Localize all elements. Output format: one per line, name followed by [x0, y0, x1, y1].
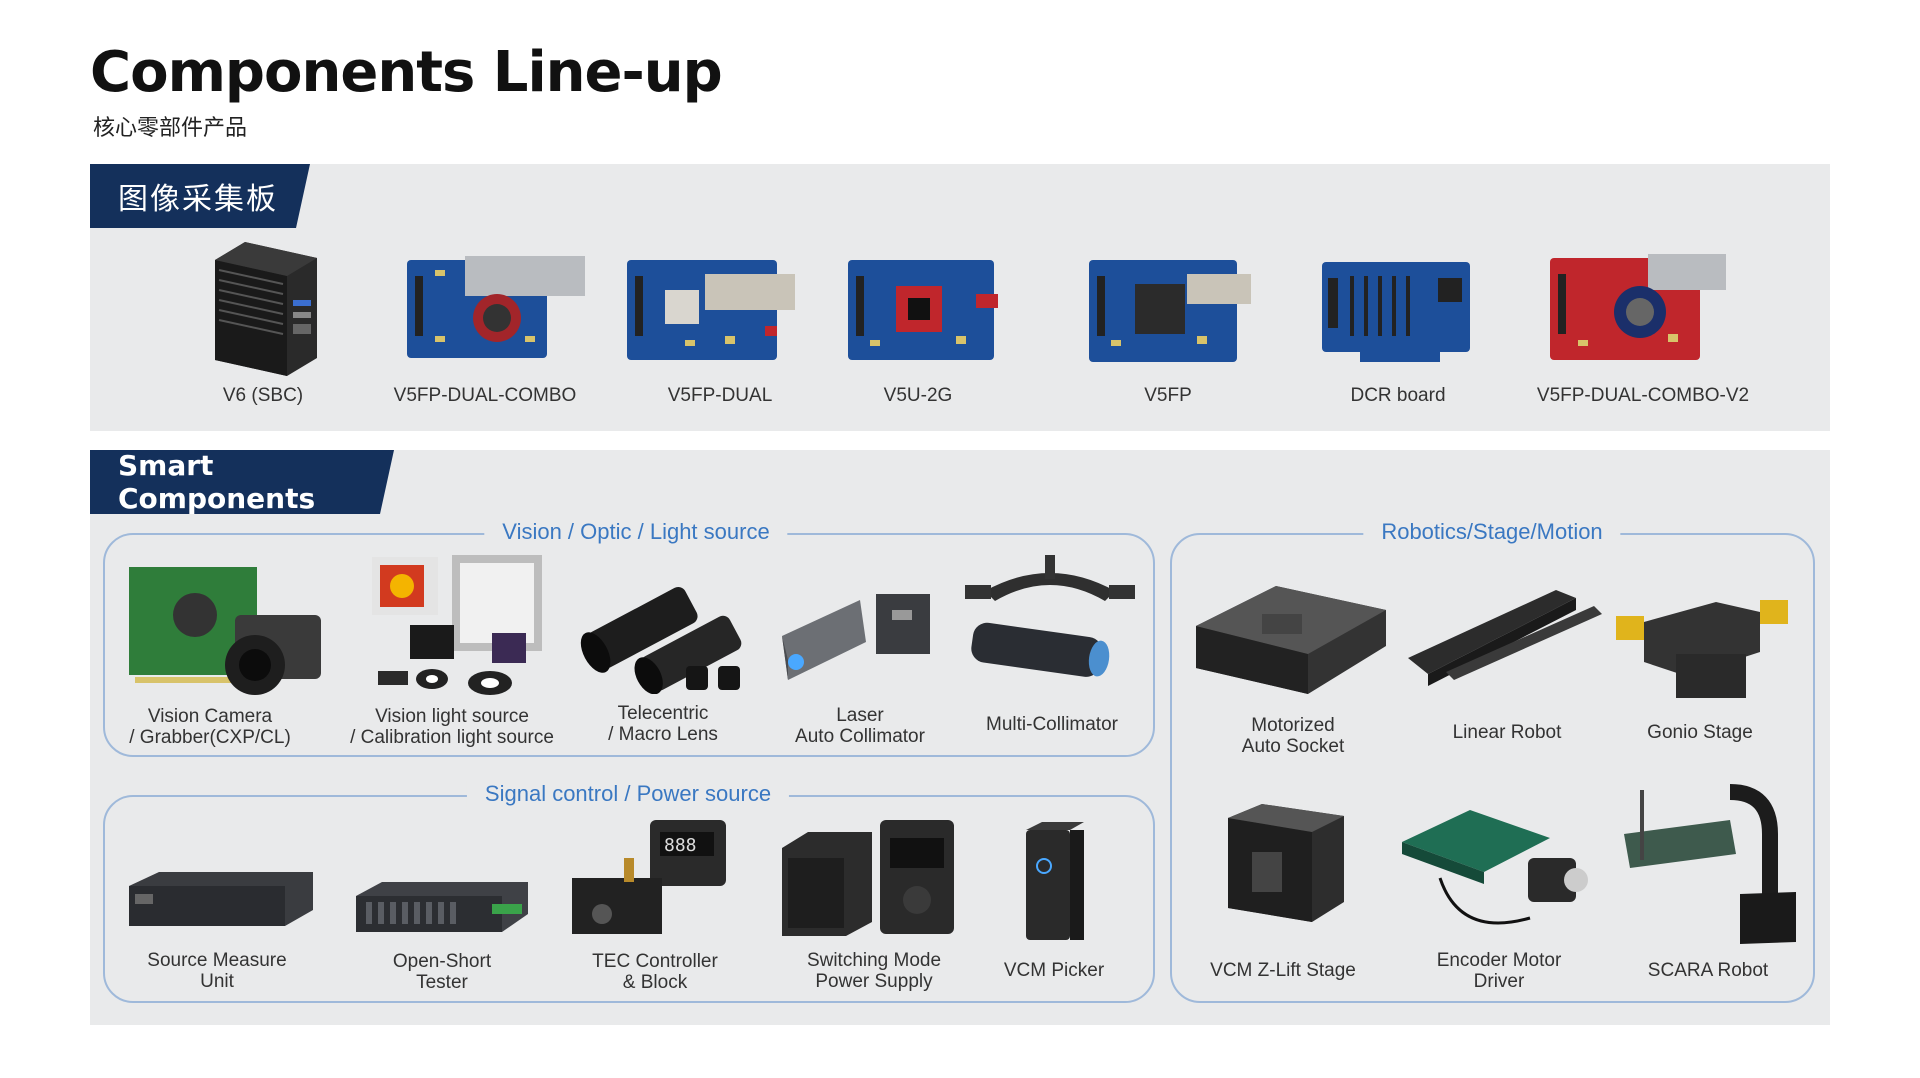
vcm-z-lift-stage-icon — [1228, 804, 1344, 922]
scara-robot-label: SCARA Robot — [1648, 960, 1768, 981]
label-line: Power Supply — [815, 971, 933, 992]
board-label-v5fp-dual: V5FP-DUAL — [667, 385, 773, 406]
robotics-group-title: Robotics/Stage/Motion — [1363, 519, 1621, 545]
gonio-stage-icon — [1616, 600, 1788, 698]
board-label-v5fp: V5FP — [1144, 385, 1192, 406]
label-line: SCARA Robot — [1647, 960, 1769, 981]
label-line: Auto Collimator — [795, 726, 925, 747]
vision-group-title: Vision / Optic / Light source — [484, 519, 788, 545]
multi-collimator-label: Multi-Collimator — [986, 714, 1118, 735]
label-line: Driver — [1473, 971, 1525, 992]
label-line: VCM Z-Lift Stage — [1210, 960, 1356, 981]
section-tab-smart-components: Smart Components — [90, 450, 394, 514]
label-line: / Grabber(CXP/CL) — [129, 727, 291, 748]
linear-robot-icon — [1408, 590, 1602, 686]
label-line: / Calibration light source — [350, 727, 554, 748]
laser-collimator-icon — [782, 594, 930, 680]
pcb-board-icon — [848, 260, 998, 360]
light-source-icon — [372, 555, 542, 695]
vcm-picker-label: VCM Picker — [1004, 960, 1104, 981]
label-line: Linear Robot — [1452, 722, 1562, 743]
label-line: Vision Camera — [147, 706, 273, 727]
multi-collimator-icon — [965, 555, 1135, 677]
label-line: Telecentric — [617, 703, 709, 724]
label-line: / Macro Lens — [608, 724, 718, 745]
label-line: VCM Picker — [1003, 960, 1105, 981]
label-line: Source Measure — [147, 950, 287, 971]
board-label-v5fp-dual-combo: V5FP-DUAL-COMBO — [393, 385, 577, 406]
pcb-board-icon — [407, 256, 585, 358]
vcm-picker-icon — [1026, 822, 1084, 940]
power-supply-icon — [782, 820, 954, 936]
section-tab-frame-grabber: 图像采集板 — [90, 164, 310, 228]
gonio-stage-label: Gonio Stage — [1647, 722, 1753, 743]
scara-robot-icon — [1624, 784, 1796, 944]
telecentric-lens-icon — [580, 586, 742, 694]
board-label-v5u-2g: V5U-2G — [883, 385, 953, 406]
vision-camera-label: Vision Camera/ Grabber(CXP/CL) — [129, 706, 291, 748]
vcm-z-lift-stage-label: VCM Z-Lift Stage — [1210, 960, 1356, 981]
label-line: Tester — [416, 972, 468, 993]
label-line: & Block — [622, 972, 688, 993]
vision-camera-icon — [129, 567, 321, 695]
page-subtitle: 核心零部件产品 — [93, 116, 248, 141]
tec-controller-label: TEC Controller& Block — [592, 951, 718, 993]
encoder-motor-driver-icon — [1402, 810, 1588, 925]
pcb-board-icon — [1322, 262, 1470, 362]
label-line: Auto Socket — [1241, 736, 1345, 757]
pcb-board-icon — [1550, 254, 1726, 360]
pcb-board-icon — [627, 260, 795, 360]
source-measure-unit-icon — [129, 872, 313, 926]
board-label-v5fp-dual-combo-v2: V5FP-DUAL-COMBO-V2 — [1536, 385, 1750, 406]
sbc-box-icon — [215, 242, 317, 376]
motorized-auto-socket-icon — [1196, 586, 1386, 694]
open-short-tester-icon — [356, 882, 528, 932]
label-line: Multi-Collimator — [986, 714, 1118, 735]
linear-robot-label: Linear Robot — [1453, 722, 1562, 743]
label-line: Laser — [836, 705, 884, 726]
board-label-v6: V6 (SBC) — [222, 385, 304, 406]
signal-group-title: Signal control / Power source — [466, 781, 790, 807]
pcb-board-icon — [1089, 260, 1251, 362]
label-line: Motorized — [1251, 715, 1335, 736]
label-line: Unit — [200, 971, 234, 992]
telecentric-lens-label: Telecentric/ Macro Lens — [608, 703, 718, 745]
page-title: Components Line-up — [90, 40, 723, 105]
label-line: Vision light source — [375, 706, 529, 727]
board-label-dcr: DCR board — [1350, 385, 1446, 406]
tec-controller-icon: 888 — [572, 820, 726, 934]
label-line: Encoder Motor — [1436, 950, 1562, 971]
light-source-label: Vision light source/ Calibration light s… — [350, 706, 554, 748]
label-line: TEC Controller — [592, 951, 718, 972]
svg-text:888: 888 — [664, 835, 697, 856]
label-line: Gonio Stage — [1647, 722, 1753, 743]
label-line: Switching Mode — [806, 950, 942, 971]
label-line: Open-Short — [392, 951, 492, 972]
